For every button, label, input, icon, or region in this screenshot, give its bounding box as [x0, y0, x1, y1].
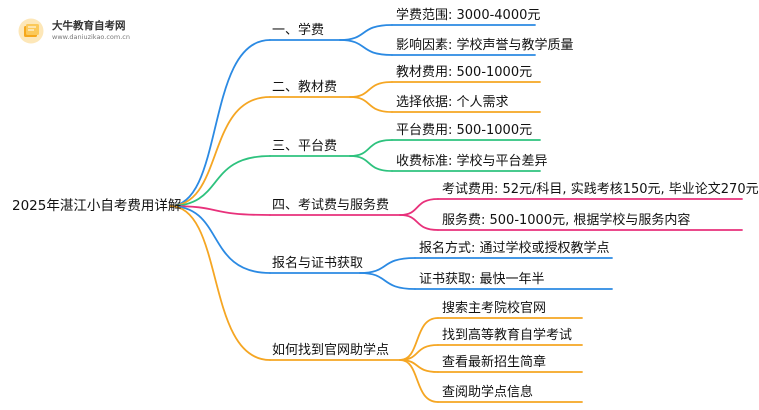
leaf-connector [399, 317, 439, 361]
leaf-node: 查看最新招生简章 [442, 355, 547, 370]
leaf-node: 收费标准: 学校与平台差异 [396, 154, 548, 169]
branch-node: 报名与证书获取 [272, 256, 364, 271]
leaf-connector [349, 81, 393, 98]
branch-node: 如何找到官网助学点 [272, 343, 390, 358]
leaf-node: 选择依据: 个人需求 [396, 95, 509, 110]
branch-connector [169, 205, 271, 274]
leaf-node: 影响因素: 学校声誉与教学质量 [396, 38, 574, 53]
branch-node: 二、教材费 [272, 80, 338, 95]
leaf-connector [399, 359, 439, 403]
logo-title: 大牛教育自考网 [52, 20, 126, 32]
leaf-node: 搜索主考院校官网 [442, 301, 547, 316]
root-label: 2025年湛江小自考费用详解 [12, 198, 182, 214]
root-node: 2025年湛江小自考费用详解 [12, 198, 181, 214]
leaf-connector [359, 257, 416, 274]
leaf-node: 报名方式: 通过学校或授权教学点 [419, 241, 610, 256]
branch-node: 三、平台费 [272, 139, 338, 154]
branch-connector [169, 155, 271, 207]
book-logo-icon [18, 18, 44, 44]
leaf-connector [359, 272, 416, 290]
site-logo: 大牛教育自考网 www.daniuzikao.com.cn [14, 16, 130, 46]
leaf-connector [349, 155, 393, 172]
leaf-connector [349, 139, 393, 157]
branch-connector [169, 96, 271, 207]
leaf-node: 平台费用: 500-1000元 [396, 123, 533, 138]
branch-node: 一、学费 [272, 23, 325, 38]
leaf-connector [349, 96, 393, 113]
leaf-node: 查阅助学点信息 [442, 385, 534, 400]
leaf-connector [399, 214, 439, 231]
leaf-connector [339, 24, 393, 41]
leaf-node: 证书获取: 最快一年半 [419, 272, 545, 287]
logo-url: www.daniuzikao.com.cn [52, 33, 130, 41]
leaf-node: 学费范围: 3000-4000元 [396, 8, 541, 23]
branch-node: 四、考试费与服务费 [272, 198, 390, 213]
branch-connector [169, 205, 271, 361]
branch-connector [169, 205, 271, 216]
leaf-node: 考试费用: 52元/科目, 实践考核150元, 毕业论文270元 [442, 182, 759, 197]
leaf-node: 服务费: 500-1000元, 根据学校与服务内容 [442, 213, 691, 228]
leaf-connector [339, 39, 393, 56]
leaf-node: 教材费用: 500-1000元 [396, 65, 533, 80]
leaf-node: 找到高等教育自学考试 [442, 328, 573, 343]
branch-connector [169, 39, 271, 207]
leaf-connector [399, 198, 439, 216]
